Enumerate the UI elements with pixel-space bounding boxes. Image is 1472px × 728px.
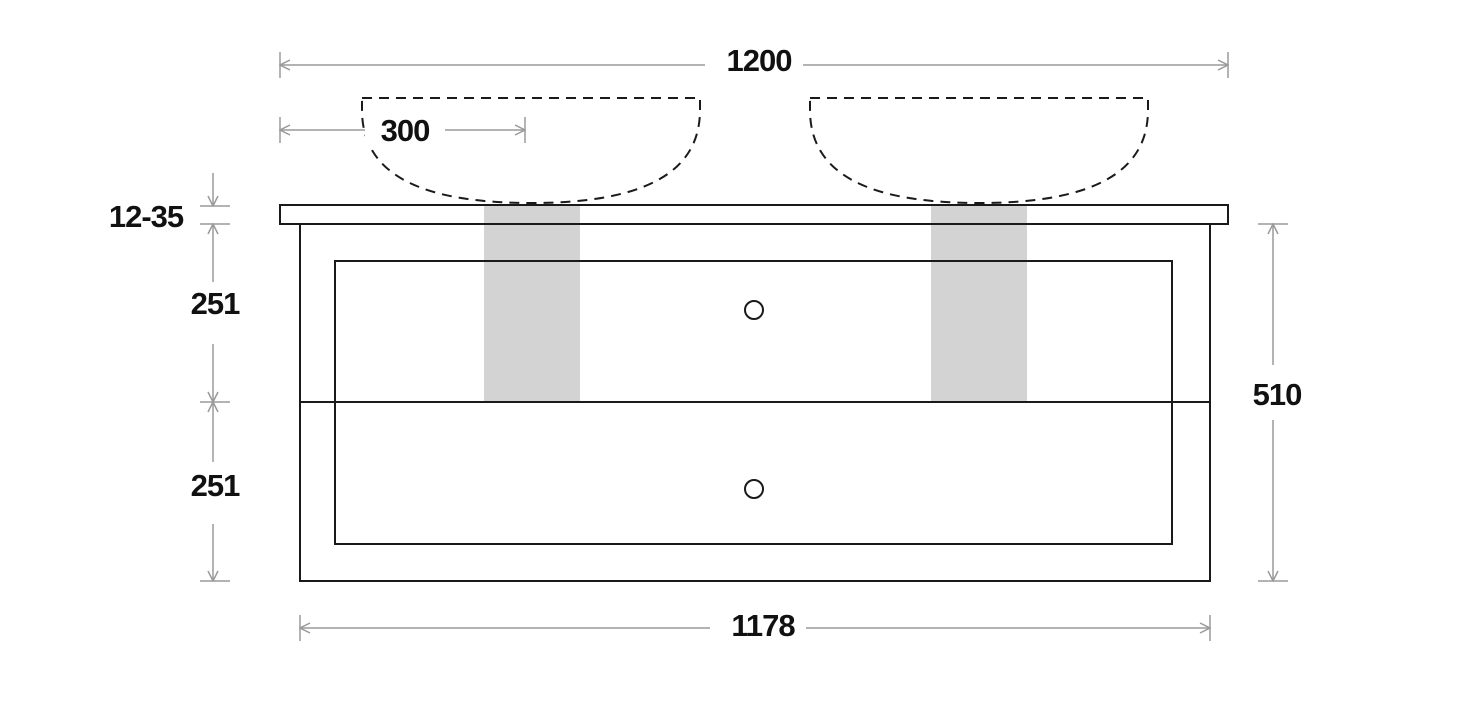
overall-width-label: 1200 [727,43,792,78]
cabinet-width-label: 1178 [731,608,795,643]
drawer-front-panel [334,260,1173,545]
countertop-thickness-dimension: 12-35 [109,173,230,234]
right-basin-outline [809,97,1149,205]
bottom-drawer-height-dimension: 251 [191,402,241,581]
cabinet-height-label: 510 [1253,377,1302,412]
top-drawer-height-label: 251 [191,286,240,321]
bottom-drawer-knob [744,479,764,499]
left-basin-outline [361,97,701,205]
basin-offset-dimension: 300 [280,112,525,148]
overall-width-dimension: 1200 [280,43,1228,81]
bottom-drawer-height-label: 251 [191,468,240,503]
countertop [279,204,1229,225]
right-waste-pipe [931,205,1027,402]
top-drawer-knob [744,300,764,320]
cabinet-width-dimension: 1178 [300,608,1210,644]
cabinet-height-dimension: 510 [1253,224,1302,581]
countertop-thickness-label: 12-35 [109,199,184,234]
top-drawer-height-dimension: 251 [191,224,241,402]
left-waste-pipe [484,205,580,402]
basin-offset-label: 300 [381,113,430,148]
